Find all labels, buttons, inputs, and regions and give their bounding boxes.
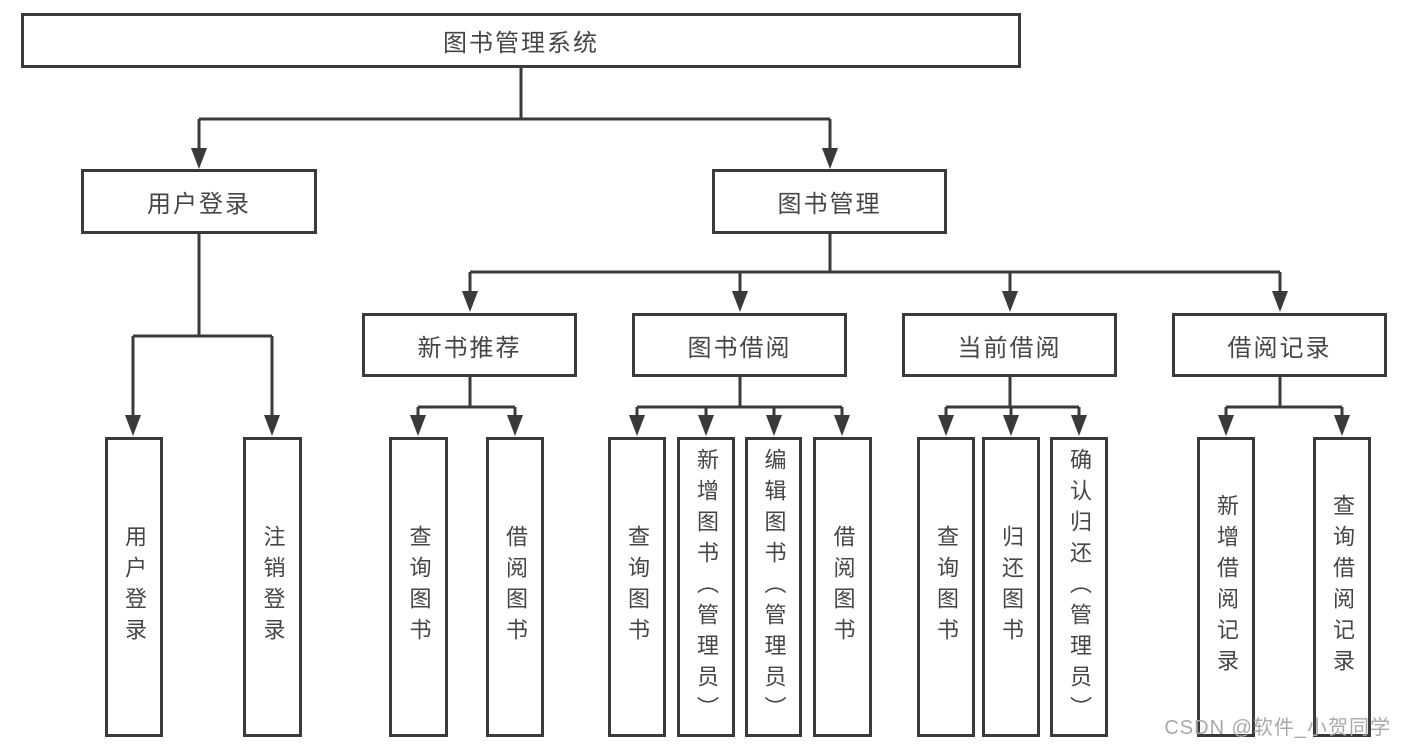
leaf-user-login: 用户登录 [105,437,163,737]
node-borrow-records: 借阅记录 [1172,313,1387,377]
arrowhead [507,415,523,436]
arrowhead [938,415,954,436]
leaf-borrow-books-2: 借阅图书 [813,437,872,737]
node-book-management: 图书管理 [712,169,947,234]
node-current-borrowing: 当前借阅 [902,313,1117,377]
leaf-query-books-2: 查询图书 [608,437,666,737]
arrowhead [125,415,141,436]
arrowhead [766,415,782,436]
leaf-confirm-return-admin: 确认归还（管理员） [1050,437,1108,737]
node-user-login: 用户登录 [81,169,317,234]
leaf-edit-book-admin: 编辑图书（管理员） [745,437,802,737]
node-book-borrowing: 图书借阅 [632,313,847,377]
arrowhead [264,415,280,436]
node-root: 图书管理系统 [21,13,1021,68]
arrowhead [834,415,850,436]
arrowhead [1002,291,1018,312]
arrowhead [462,291,478,312]
leaf-query-borrow-record: 查询借阅记录 [1313,437,1371,737]
arrowhead [822,148,838,169]
leaf-logout: 注销登录 [243,437,302,737]
arrowhead [1334,415,1350,436]
arrowhead [732,291,748,312]
arrowhead [1272,291,1288,312]
leaf-add-borrow-record: 新增借阅记录 [1197,437,1255,737]
arrowhead [629,415,645,436]
arrowhead [191,148,207,169]
arrowhead [1003,415,1019,436]
arrowhead [1071,415,1087,436]
leaf-query-books-3: 查询图书 [917,437,975,737]
arrowhead [410,415,426,436]
leaf-return-book: 归还图书 [982,437,1040,737]
csdn-watermark: CSDN @软件_小贺同学 [1164,717,1391,739]
node-new-book-recommend: 新书推荐 [362,313,577,377]
leaf-query-books: 查询图书 [389,437,448,737]
arrowhead [1218,415,1234,436]
arrowhead-group [125,148,1350,436]
leaf-add-book-admin: 新增图书（管理员） [677,437,735,737]
arrowhead [698,415,714,436]
leaf-borrow-books: 借阅图书 [486,437,544,737]
